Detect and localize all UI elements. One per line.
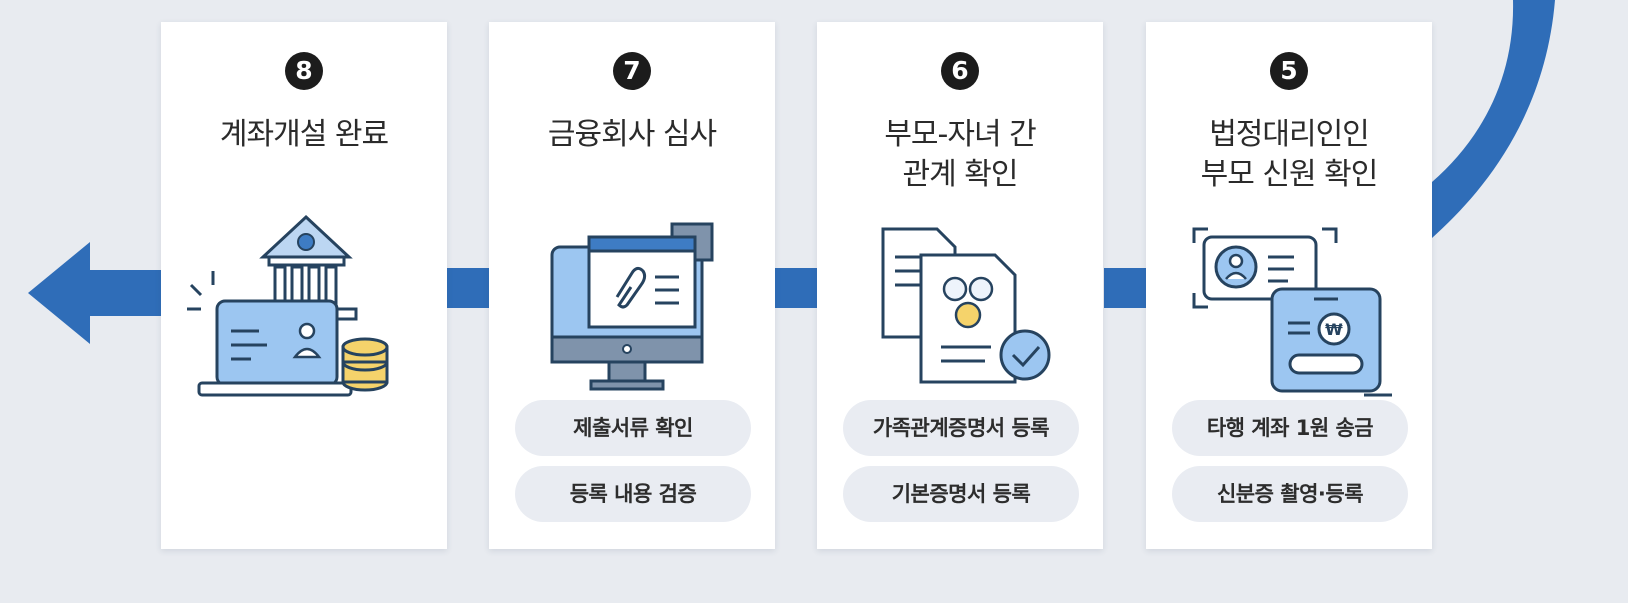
step-title: 금융회사 심사 xyxy=(489,115,775,155)
action-pill: 등록 내용 검증 xyxy=(515,466,751,522)
action-pill: 타행 계좌 1원 송금 xyxy=(1172,400,1408,456)
flow-left-arrow xyxy=(28,242,168,344)
step-title-line: 관계 확인 xyxy=(902,157,1019,192)
step-title-line: 금융회사 심사 xyxy=(547,117,717,152)
step-number-badge: 5 xyxy=(1270,52,1308,90)
step-title-line: 부모-자녀 간 xyxy=(884,117,1036,152)
action-pill: 제출서류 확인 xyxy=(515,400,751,456)
step-title-line: 법정대리인인 xyxy=(1209,117,1370,152)
connector-6-7 xyxy=(775,268,817,308)
step-title-line: 계좌개설 완료 xyxy=(219,117,389,152)
family-certificate-check-icon xyxy=(881,227,1051,384)
monitor-document-review-icon xyxy=(550,222,714,391)
svg-text:₩: ₩ xyxy=(1325,320,1343,339)
step-title: 부모-자녀 간 관계 확인 xyxy=(817,115,1103,195)
action-pill: 신분증 촬영·등록 xyxy=(1172,466,1408,522)
id-card-phone-transfer-icon: ₩ xyxy=(1192,227,1392,397)
bank-laptop-coins-icon xyxy=(187,214,389,397)
step-title-line: 부모 신원 확인 xyxy=(1200,157,1379,192)
step-card-8: 8 계좌개설 완료 xyxy=(161,22,447,549)
flow-curve-arrow xyxy=(1432,0,1555,238)
step-number-badge: 7 xyxy=(613,52,651,90)
action-pill: 기본증명서 등록 xyxy=(843,466,1079,522)
connector-7-8 xyxy=(447,268,489,308)
action-pill: 가족관계증명서 등록 xyxy=(843,400,1079,456)
step-title: 계좌개설 완료 xyxy=(161,115,447,155)
step-title: 법정대리인인 부모 신원 확인 xyxy=(1146,115,1432,195)
step-card-6: 6 부모-자녀 간 관계 확인 가족관계증명서 등록 기본증명서 등록 xyxy=(817,22,1103,549)
step-card-5: 5 법정대리인인 부모 신원 확인 ₩ 타행 계좌 1원 송금 신분증 xyxy=(1146,22,1432,549)
connector-5-6 xyxy=(1104,268,1146,308)
step-number-badge: 6 xyxy=(941,52,979,90)
step-card-7: 7 금융회사 심사 제출서류 확인 등록 내용 검증 xyxy=(489,22,775,549)
step-number-badge: 8 xyxy=(285,52,323,90)
